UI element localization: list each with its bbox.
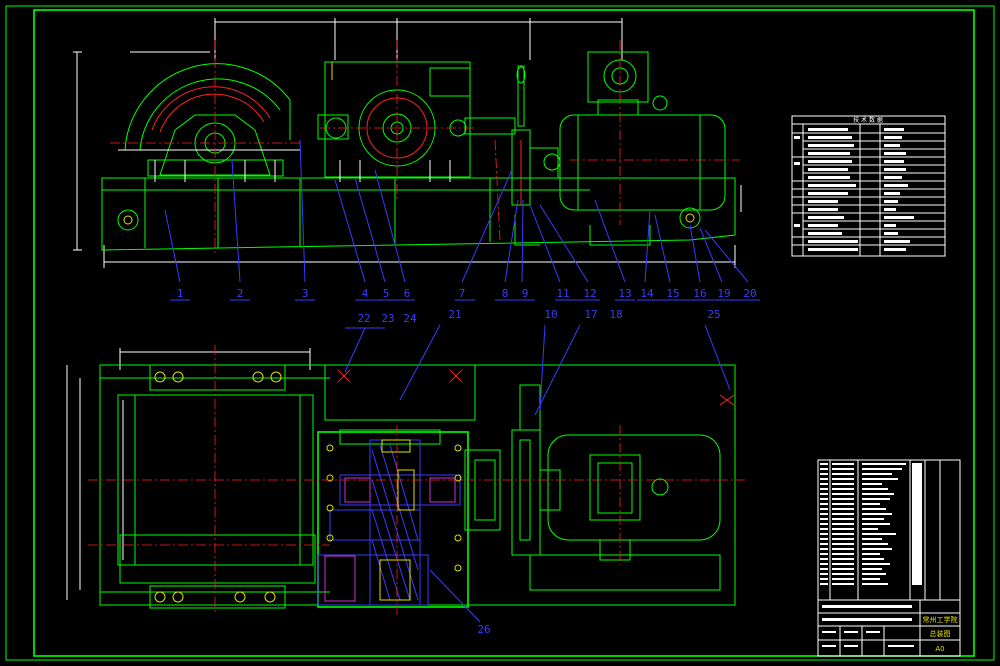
front-elevation-view (73, 18, 742, 268)
inner-border (33, 9, 975, 657)
parts-list (817, 459, 961, 601)
balloon-14: 14 (640, 287, 654, 300)
plan-leader-lines (344, 324, 731, 623)
plan-view (66, 345, 745, 615)
balloon-9: 9 (522, 287, 529, 300)
balloon-25: 25 (707, 308, 720, 321)
balloon-17: 17 (584, 308, 597, 321)
balloon-7: 7 (459, 287, 466, 300)
drawing-name: 总装图 (930, 629, 951, 638)
balloon-26: 26 (477, 623, 490, 636)
title-block: 常州工学院 总装图 A0 (817, 599, 961, 657)
balloon-5: 5 (383, 287, 390, 300)
balloon-13: 13 (618, 287, 631, 300)
balloon-8: 8 (502, 287, 509, 300)
school-name: 常州工学院 (923, 615, 958, 624)
balloon-16: 16 (693, 287, 706, 300)
balloon-12: 12 (583, 287, 596, 300)
balloon-24: 24 (403, 312, 417, 325)
balloon-2: 2 (237, 287, 244, 300)
balloon-15: 15 (666, 287, 679, 300)
balloon-20: 20 (743, 287, 756, 300)
balloon-10: 10 (544, 308, 557, 321)
balloon-3: 3 (302, 287, 309, 300)
balloon-4: 4 (362, 287, 369, 300)
balloon-21: 21 (448, 308, 461, 321)
balloon-6: 6 (404, 287, 411, 300)
balloon-19: 19 (717, 287, 730, 300)
outer-border (5, 5, 995, 661)
sheet-size: A0 (935, 645, 944, 653)
balloon-1: 1 (177, 287, 184, 300)
tech-table-header: 技 术 数 据 (853, 116, 883, 124)
balloon-11: 11 (556, 287, 569, 300)
parts-list-rows (820, 463, 922, 585)
balloon-18: 18 (609, 308, 622, 321)
top-leader-lines (164, 139, 760, 301)
tech-data-table: 技 术 数 据 (791, 115, 946, 257)
balloon-22: 22 (357, 312, 370, 325)
balloon-23: 23 (381, 312, 394, 325)
